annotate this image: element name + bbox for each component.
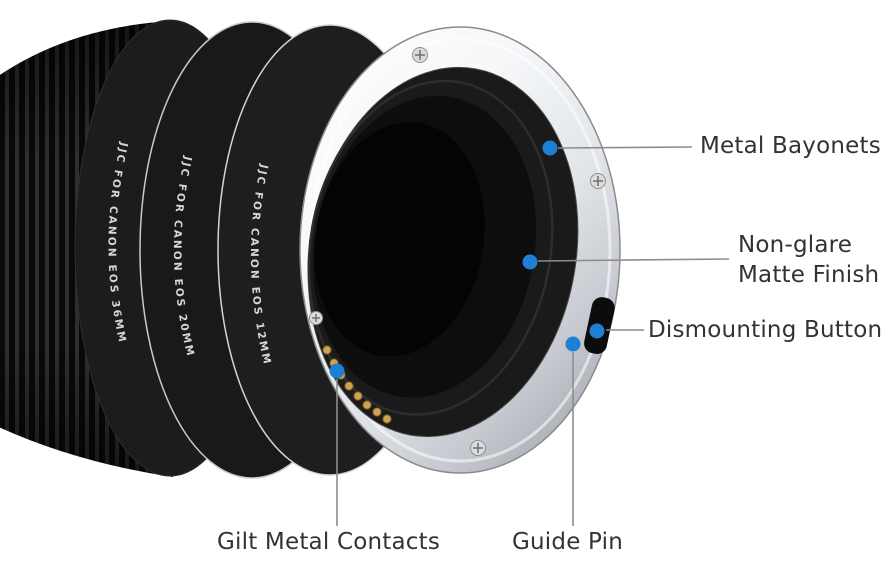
screw-icon <box>590 173 606 189</box>
screw-icon <box>309 311 323 325</box>
label-metal-bayonets: Metal Bayonets <box>700 133 881 159</box>
label-non-glare-line1: Non-glare <box>738 232 853 258</box>
label-guide-pin: Guide Pin <box>512 529 623 555</box>
marker-dots <box>329 140 605 379</box>
leader-metal-bayonets <box>557 146 693 149</box>
screw-icon <box>412 47 428 63</box>
guide-pin-marker-dot <box>565 336 581 352</box>
label-non-glare-matte-finish: Non-glare Matte Finish <box>738 230 879 290</box>
screw-icon <box>470 440 486 456</box>
non-glare-marker-dot <box>522 254 538 270</box>
mount-screws <box>309 47 606 456</box>
leader-lines <box>336 146 730 526</box>
dismounting-button-marker-dot <box>589 323 605 339</box>
label-dismounting-button: Dismounting Button <box>648 317 883 343</box>
leader-non-glare <box>537 258 730 262</box>
gilt-contacts-marker-dot <box>329 363 345 379</box>
matte-interior <box>307 66 579 438</box>
metal-bayonets-marker-dot <box>542 140 558 156</box>
label-non-glare-line2: Matte Finish <box>738 262 880 288</box>
label-gilt-metal-contacts: Gilt Metal Contacts <box>217 529 441 555</box>
